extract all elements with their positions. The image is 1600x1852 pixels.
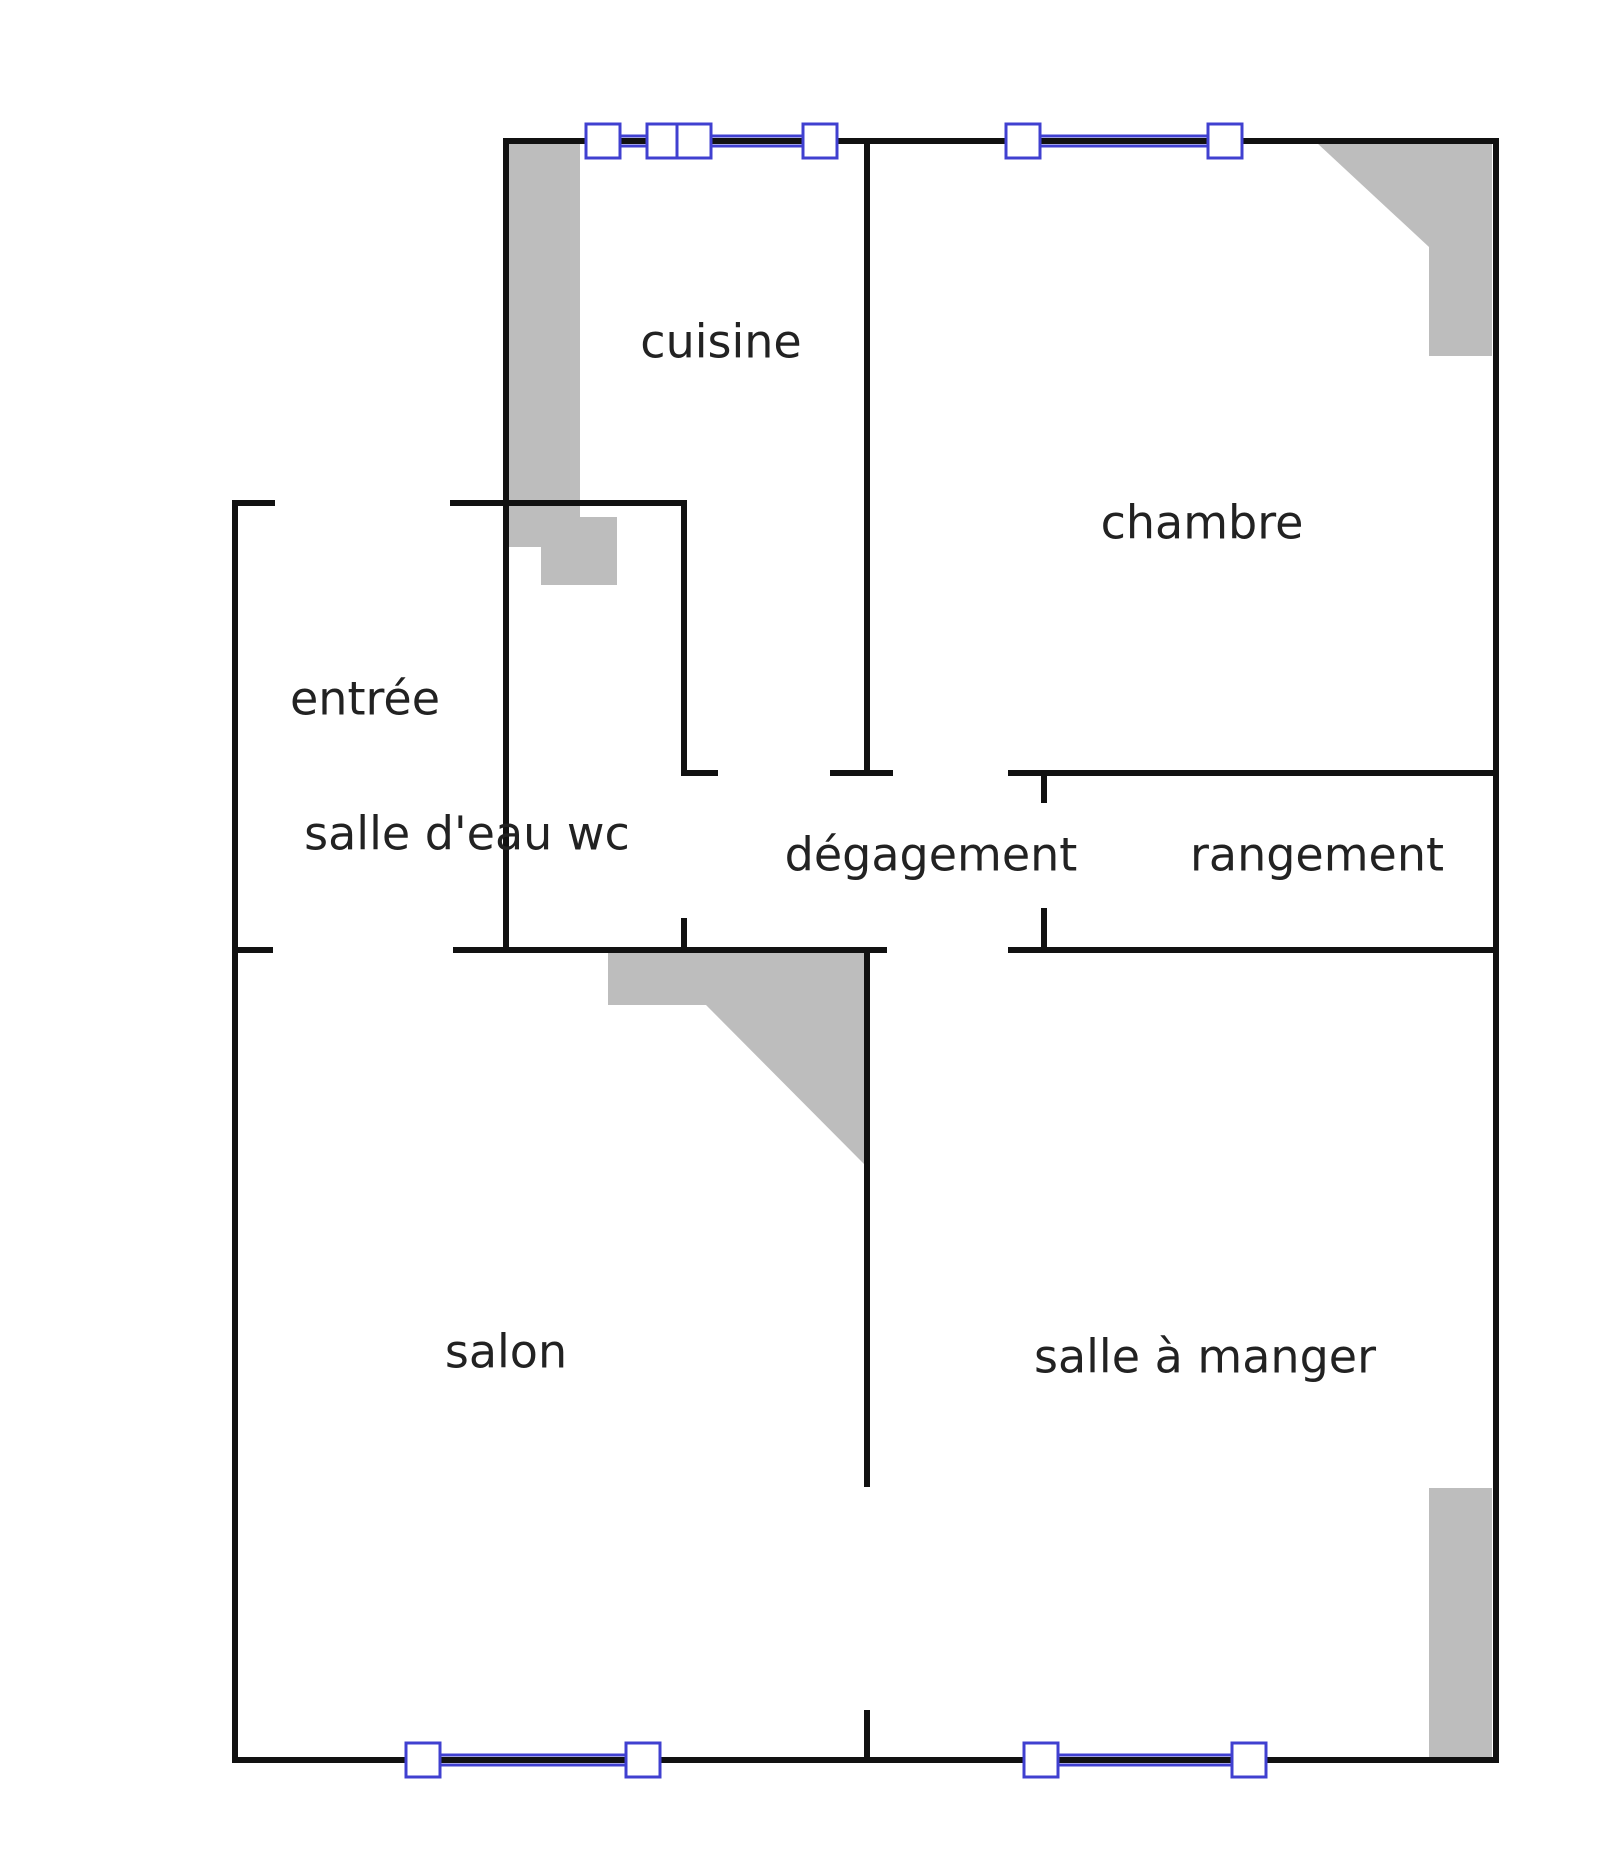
label-degagement: dégagement xyxy=(785,828,1078,882)
label-salon: salon xyxy=(445,1325,567,1379)
fixtures xyxy=(508,143,1492,1758)
window-salle-a-manger xyxy=(1022,1741,1268,1779)
label-entree: entrée xyxy=(290,672,440,726)
salon-shelf xyxy=(608,953,864,1005)
salle-a-manger-cabinet xyxy=(1429,1488,1492,1758)
salon-corner-triangle xyxy=(706,1005,864,1164)
label-salle-a-manger: salle à manger xyxy=(1034,1330,1376,1384)
chambre-corner-triangle xyxy=(1317,143,1429,247)
label-cuisine: cuisine xyxy=(640,315,801,369)
room-labels: cuisine chambre entrée salle d'eau wc dé… xyxy=(290,315,1444,1384)
walls xyxy=(232,138,1499,1763)
label-rangement: rangement xyxy=(1190,828,1444,882)
window-cuisine xyxy=(584,122,839,160)
window-salon xyxy=(404,1741,662,1779)
label-chambre: chambre xyxy=(1101,496,1304,550)
window-chambre xyxy=(1004,122,1244,160)
label-salle-eau: salle d'eau wc xyxy=(304,807,630,861)
windows xyxy=(404,122,1268,1779)
chambre-closet xyxy=(1429,143,1492,356)
kitchen-counter xyxy=(508,143,617,585)
